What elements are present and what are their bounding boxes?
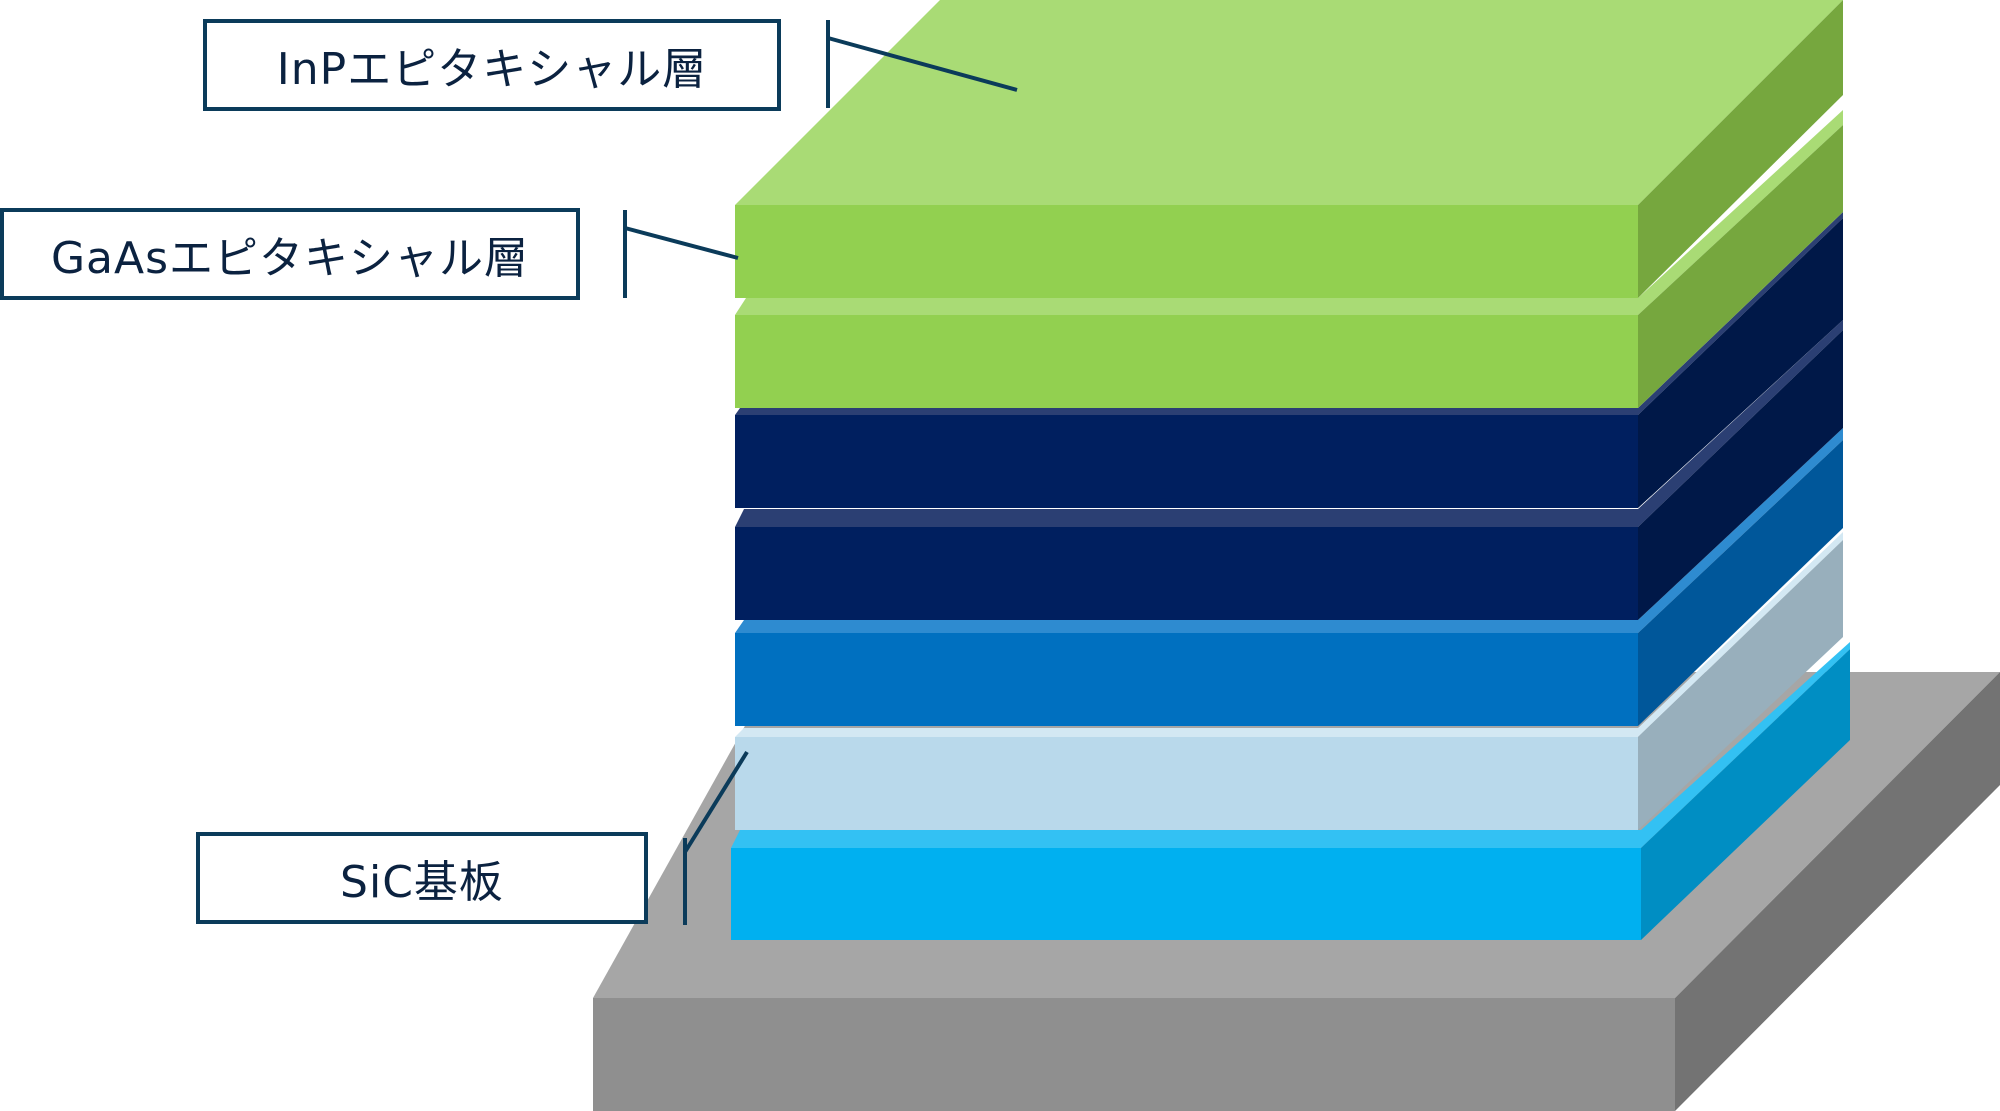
layer-blue-front [735, 633, 1638, 726]
sic-substrate-label: SiC基板 [196, 832, 648, 924]
layer-green-gaas [735, 110, 1843, 408]
leader-line-sic [683, 750, 749, 925]
layer-cyan [731, 642, 1850, 940]
layer-green-inp-front [735, 205, 1638, 298]
layer-lightblue-front [735, 737, 1638, 830]
layer-lightblue [735, 532, 1843, 830]
layer-green-inp [735, 0, 1843, 298]
layer-green-inp-side [1638, 0, 1843, 298]
layer-navy-upper [735, 212, 1843, 508]
layer-navy-upper-front [735, 415, 1638, 508]
layer-green-gaas-front [735, 315, 1638, 408]
base-platform-front [593, 998, 1675, 1111]
leader-line-gaas [623, 210, 739, 298]
layer-blue-side [1638, 440, 1843, 726]
leader-line-inp [826, 20, 1018, 108]
base-platform-side [1675, 672, 2000, 1111]
gaas-epitaxial-layer-label: GaAsエピタキシャル層 [0, 208, 580, 300]
layer-navy-lower [735, 320, 1843, 620]
layer-green-inp-top [735, 0, 1843, 205]
layer-navy-lower-side [1638, 330, 1843, 620]
inp-epitaxial-layer-label: InPエピタキシャル層 [203, 19, 781, 111]
layer-navy-lower-front [735, 527, 1638, 620]
layer-cyan-side [1641, 649, 1850, 940]
layer-navy-upper-side [1638, 218, 1843, 508]
layer-blue [735, 428, 1843, 726]
layer-lightblue-side [1638, 540, 1843, 830]
layer-green-gaas-side [1638, 125, 1843, 408]
layer-cyan-front [731, 848, 1641, 940]
